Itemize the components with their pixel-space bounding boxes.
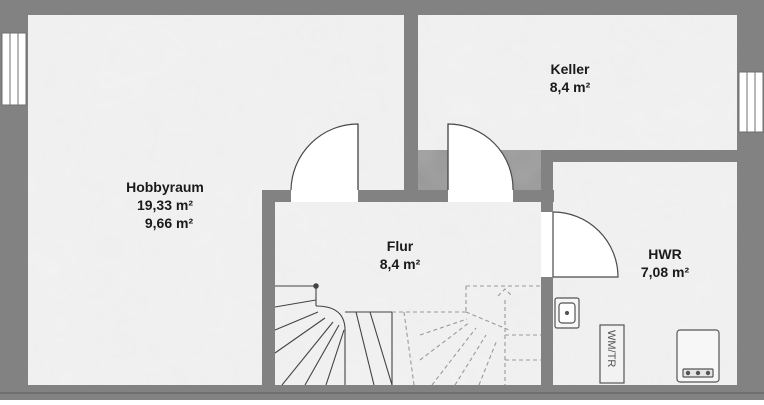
doors: [290, 123, 619, 278]
stair-left: [274, 283, 346, 386]
wall-hobby-keller: [404, 15, 418, 190]
room-name-keller: Keller: [550, 61, 590, 77]
room-name-hobbyraum: Hobbyraum: [126, 179, 204, 195]
stair-right: [392, 285, 541, 386]
room-area-hobbyraum: 19,33 m²: [136, 197, 194, 213]
door-opening-keller: [448, 190, 513, 202]
wall-hobby-flur: [262, 190, 275, 385]
room-area-secondary-hobbyraum: 9,66 m²: [144, 215, 194, 231]
room-keller: Keller 8,4 m²: [525, 60, 615, 96]
door-swing-hwr: [552, 211, 619, 278]
wall-bottom-line: [0, 392, 764, 394]
room-area-hwr: 7,08 m²: [640, 264, 690, 280]
staircase: [274, 283, 541, 386]
door-opening-hobby: [291, 190, 358, 202]
stair-middle: [345, 311, 393, 386]
door-swing-keller: [447, 123, 514, 191]
door-swing-hobby: [290, 123, 359, 191]
washer-dryer: [599, 324, 625, 384]
hwr-fixtures: [554, 297, 720, 384]
room-area-keller: 8,4 m²: [549, 79, 591, 95]
room-hwr: HWR 7,08 m²: [625, 245, 705, 281]
room-area-flur: 8,4 m²: [379, 256, 421, 272]
door-opening-hwr: [541, 212, 553, 277]
window-left: [1, 32, 27, 106]
window-right: [738, 71, 764, 133]
room-hobbyraum: Hobbyraum 19,33 m² 9,66 m²: [110, 178, 220, 232]
room-name-hwr: HWR: [648, 246, 682, 262]
wall-keller-hwr: [541, 150, 737, 162]
room-name-flur: Flur: [386, 238, 414, 254]
windows: [1, 32, 764, 133]
washer-dryer-label: WM/TR: [605, 330, 617, 368]
room-flur: Flur 8,4 m²: [355, 237, 445, 273]
